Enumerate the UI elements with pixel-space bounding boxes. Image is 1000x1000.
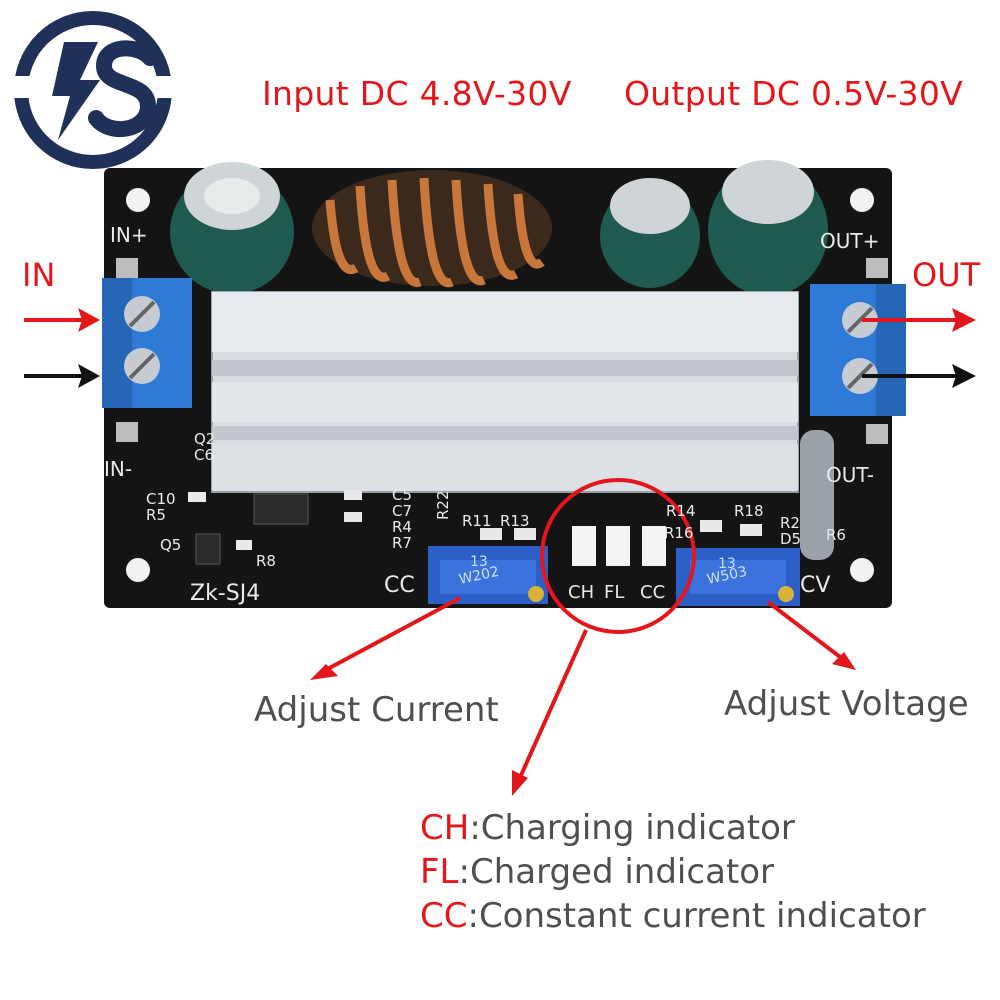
arrow-head-icon [832, 652, 856, 670]
label-component: C7 [392, 502, 412, 520]
label-component: R4 [392, 518, 412, 536]
legend-code: CC [420, 896, 468, 936]
out-label: OUT [912, 256, 981, 294]
diode [800, 430, 834, 560]
label-component: Q5 [160, 536, 181, 554]
label-led-ch: CH [568, 582, 594, 603]
label-component: C10 [146, 490, 176, 508]
black-arrow-icon [952, 364, 976, 388]
label-component: R22 [434, 490, 452, 520]
label-cc: CC [384, 573, 415, 598]
label-component: R2 [780, 514, 800, 532]
lightning-s-logo-icon [0, 11, 186, 169]
label-out-minus: OUT- [826, 463, 874, 487]
output-terminal [810, 284, 906, 416]
label-component: C5 [392, 486, 412, 504]
label-in-plus: IN+ [110, 223, 148, 247]
arrow-head-icon [310, 664, 338, 680]
inductor-coil [312, 170, 552, 288]
input-spec: Input DC 4.8V-30V [262, 74, 572, 113]
label-in-minus: IN- [104, 457, 132, 481]
red-arrow-icon [952, 308, 976, 332]
black-arrow-icon [78, 364, 100, 388]
output-spec: Output DC 0.5V-30V [624, 74, 964, 113]
capacitor-left [170, 162, 294, 294]
label-model: Zk-SJ4 [190, 581, 260, 606]
legend-text: :Constant current indicator [467, 896, 926, 936]
label-component: D5 [780, 530, 801, 548]
legend-text: :Charging indicator [469, 808, 795, 848]
arrow-head-icon [512, 770, 528, 796]
label-component: R18 [734, 502, 764, 520]
label-component: R6 [826, 526, 846, 544]
legend-row-fl: FL:Charged indicator [420, 852, 926, 892]
in-label: IN [22, 256, 56, 294]
capacitor-right [708, 160, 828, 296]
input-arrows [24, 308, 100, 388]
label-component: Q2 [194, 430, 215, 448]
mounting-holes [126, 188, 874, 582]
label-component: R5 [146, 506, 166, 524]
legend-row-cc: CC:Constant current indicator [420, 896, 926, 936]
legend-code: CH [420, 808, 470, 848]
label-pot-num: 13 [470, 554, 488, 570]
label-component: R16 [664, 524, 694, 542]
voltage-potentiometer [676, 548, 800, 606]
label-component: R8 [256, 552, 276, 570]
legend-text: :Charged indicator [458, 852, 775, 892]
indicator-legend: CH:Charging indicator FL:Charged indicat… [420, 808, 926, 936]
label-component: R14 [666, 502, 696, 520]
label-component: C6 [194, 446, 214, 464]
heatsink [211, 291, 799, 493]
label-component: R13 [500, 512, 530, 530]
capacitor-mid [600, 178, 700, 288]
label-cv: CV [800, 573, 830, 598]
input-terminal [102, 278, 192, 408]
adjust-current-label: Adjust Current [254, 690, 499, 730]
adjust-voltage-label: Adjust Voltage [724, 684, 969, 724]
label-pot-num: 13 [718, 556, 736, 572]
red-arrow-icon [78, 308, 100, 332]
legend-code: FL [420, 852, 459, 892]
label-component: R7 [392, 534, 412, 552]
legend-row-ch: CH:Charging indicator [420, 808, 926, 848]
callout-arrows [310, 596, 856, 796]
output-arrows [862, 308, 976, 388]
highlight-circle [540, 478, 696, 634]
label-led-cc: CC [640, 582, 665, 603]
current-potentiometer [428, 546, 548, 604]
indicator-leds [572, 526, 666, 566]
label-component: R11 [462, 512, 492, 530]
label-led-fl: FL [604, 582, 624, 603]
label-out-plus: OUT+ [820, 229, 879, 253]
